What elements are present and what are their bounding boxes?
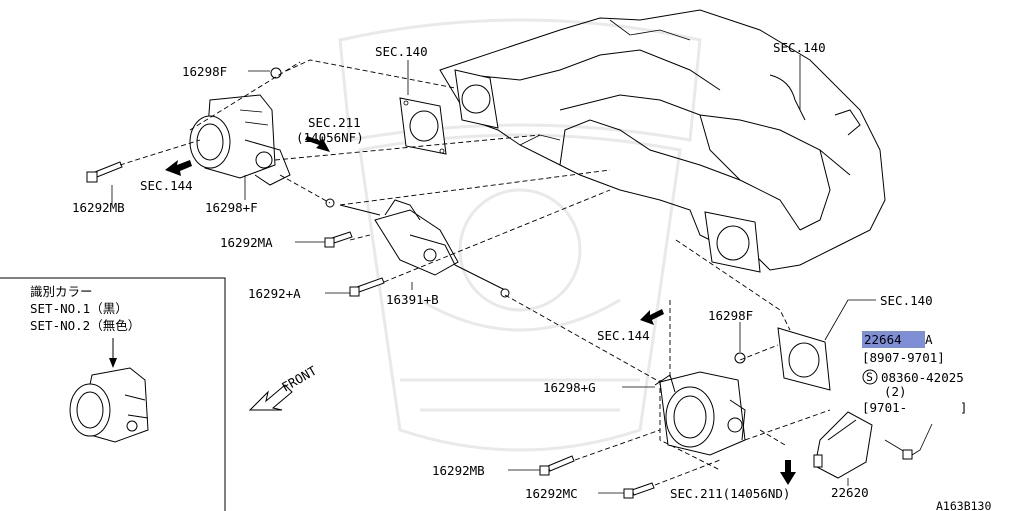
label-16391plusb: 16391+B — [386, 292, 439, 307]
label-sec211-bottom: SEC.211(14056ND) — [670, 486, 790, 501]
label-front: FRONT — [279, 363, 319, 395]
inset-title: 識別カラー — [30, 284, 93, 299]
throttle-body-lower — [654, 371, 746, 456]
label-16298f-mid: 16298F — [708, 308, 753, 323]
gasket-lower — [777, 327, 831, 391]
label-sec144-left: SEC.144 — [140, 178, 193, 193]
label-diagram-id: A163B130 — [936, 499, 991, 511]
bolt-16292ma — [324, 231, 353, 248]
throttle-body-upper — [189, 67, 291, 186]
bolt-16292mc — [623, 482, 655, 499]
label-bolt-qty: (2) — [884, 384, 907, 399]
label-part-suffix: A — [925, 332, 933, 347]
circled-s-letter: S — [866, 370, 873, 384]
label-sec140-right: SEC.140 — [880, 293, 933, 308]
plug-16298f — [734, 352, 746, 364]
bolt-22620 — [884, 439, 913, 460]
label-16292mc: 16292MC — [525, 486, 578, 501]
arrow-front — [248, 384, 293, 411]
arrow-sec211-bottom — [780, 460, 796, 485]
label-16292plusa: 16292+A — [248, 286, 301, 301]
circled-s-symbol — [862, 369, 878, 385]
arrow-sec144-left — [165, 160, 192, 176]
bolt-16292mb-upper — [86, 161, 123, 183]
label-22620: 22620 — [831, 485, 869, 500]
throttle-sensor-mid — [325, 198, 510, 298]
intake-manifold — [439, 9, 886, 273]
label-sec140-top: SEC.140 — [773, 40, 826, 55]
inset-throttle-body — [69, 367, 149, 443]
gasket-upper — [399, 97, 447, 155]
bolt-16292plusa — [349, 277, 385, 297]
inset-line-2: SET-NO.2（無色） — [30, 318, 140, 333]
arrow-sec211-top — [305, 136, 330, 152]
label-sec144-mid: SEC.144 — [597, 328, 650, 343]
label-16292ma: 16292MA — [220, 235, 273, 250]
leader-lines — [111, 55, 933, 494]
label-16298plusg: 16298+G — [543, 380, 596, 395]
label-part-22664: 22664 — [864, 332, 902, 347]
label-bolt-code: 08360-42025 — [881, 370, 964, 385]
color-identification-inset: 識別カラー SET-NO.1（黒） SET-NO.2（無色） — [0, 277, 226, 511]
label-sec211-top-sub: (14056NF) — [296, 130, 364, 145]
label-sec140-left: SEC.140 — [375, 44, 428, 59]
watermark-emblem — [338, 18, 702, 452]
label-16298f-top: 16298F — [182, 64, 227, 79]
label-date-range-2: [9701- ] — [862, 400, 967, 415]
part-number-highlight — [862, 331, 925, 348]
module-22620 — [813, 411, 873, 479]
bolt-16292mb-lower — [539, 455, 575, 476]
arrow-sec144-mid — [640, 309, 664, 325]
label-16292mb-left: 16292MB — [72, 200, 125, 215]
label-sec211-top: SEC.211 — [308, 115, 361, 130]
label-16292mb-bottom: 16292MB — [432, 463, 485, 478]
label-16298plusf: 16298+F — [205, 200, 258, 215]
inset-line-1: SET-NO.1（黒） — [30, 301, 128, 316]
dashed-centerlines — [119, 59, 831, 486]
label-date-range-1: [8907-9701] — [862, 350, 945, 365]
